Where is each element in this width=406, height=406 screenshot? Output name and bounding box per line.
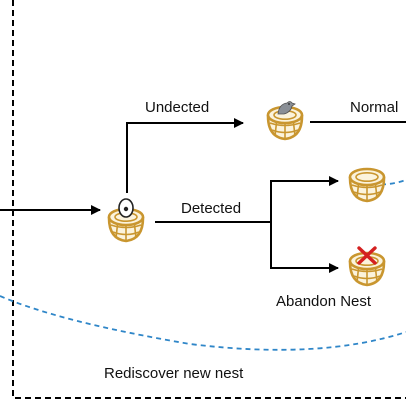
rediscover-path: [0, 295, 406, 351]
detected-to-empty-nest-arrow: [270, 176, 339, 222]
normal-label: Normal: [350, 99, 398, 116]
abandoned-nest-icon: [348, 246, 386, 287]
dashed-frame: [12, 0, 406, 399]
undetected-arrow: [126, 118, 244, 193]
nest-with-bird-icon: [266, 101, 304, 141]
empty-nest-icon: [348, 167, 386, 203]
abandon-nest-label: Abandon Nest: [276, 293, 372, 310]
detected-label: Detected: [181, 200, 241, 217]
rediscover-label: Rediscover new nest: [104, 365, 244, 382]
detected-to-abandon-arrow: [270, 222, 339, 273]
undetected-label: Undected: [145, 99, 209, 116]
nest-with-egg-icon: [107, 198, 145, 243]
